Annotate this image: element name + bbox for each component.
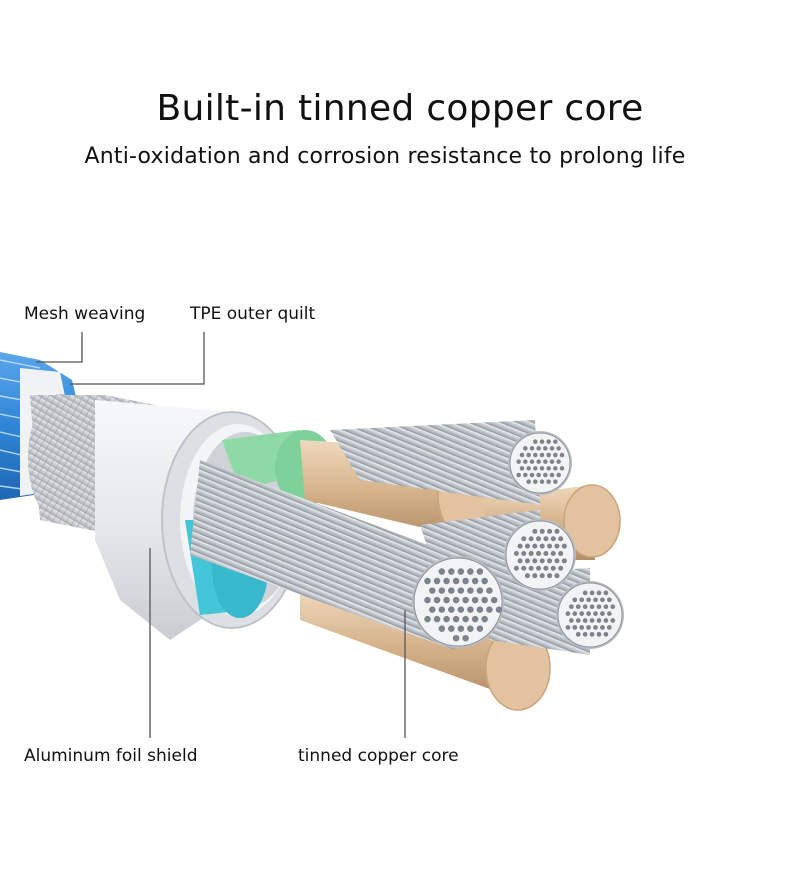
- leader-line-tpe: [70, 332, 205, 385]
- label-tpe-outer-quilt: TPE outer quilt: [190, 304, 316, 324]
- page-subtitle: Anti-oxidation and corrosion resistance …: [84, 144, 686, 169]
- label-aluminum-foil-shield: Aluminum foil shield: [24, 746, 198, 766]
- label-mesh-weaving: Mesh weaving: [24, 304, 146, 324]
- strand-wire-dots: [424, 439, 616, 642]
- label-tinned-copper-core: tinned copper core: [298, 746, 459, 766]
- page-title: Built-in tinned copper core: [156, 88, 644, 129]
- strand-bundle-main: [190, 460, 455, 650]
- copper-core-end-3: [563, 484, 621, 558]
- leader-line-mesh: [36, 332, 83, 363]
